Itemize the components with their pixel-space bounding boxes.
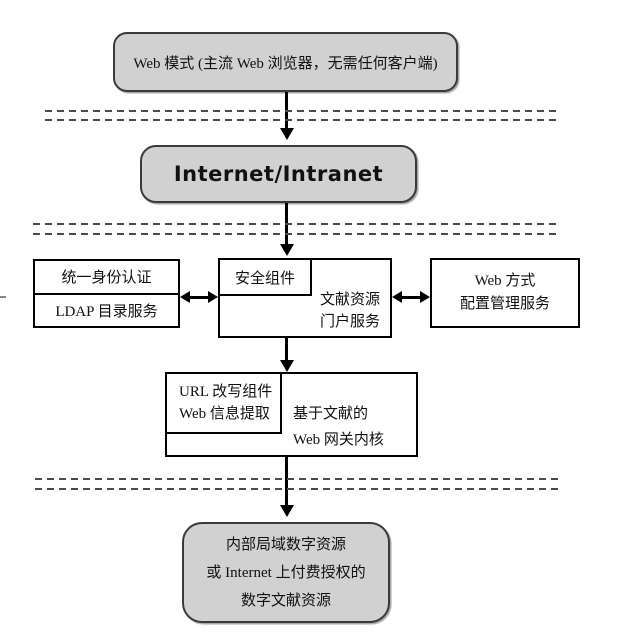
gateway-line1: 基于文献的 xyxy=(293,406,369,422)
auth-line2: LDAP 目录服务 xyxy=(55,303,158,320)
resource-line1: 内部局域数字资源 xyxy=(225,536,346,553)
left-edge-tick xyxy=(0,296,6,298)
network-box: Internet/Intranet xyxy=(140,145,417,203)
web-mode-box: Web 模式 (主流 Web 浏览器，无需任何客户端) xyxy=(113,32,458,92)
resource-box: 内部局域数字资源 或 Internet 上付费授权的 数字文献资源 xyxy=(182,522,390,623)
gateway-line2: Web 网关内核 xyxy=(293,432,384,448)
dashed-separator-3a xyxy=(35,478,560,480)
dashed-separator-2a xyxy=(33,223,560,225)
network-label: Internet/Intranet xyxy=(173,162,384,186)
rewrite-line2: Web 信息提取 xyxy=(179,406,270,422)
auth-box: 统一身份认证 LDAP 目录服务 xyxy=(33,259,180,328)
config-box: Web 方式 配置管理服务 xyxy=(430,258,580,328)
resource-line2: 或 Internet 上付费授权的 xyxy=(206,564,366,581)
portal-label: 文献资源 门户服务 xyxy=(320,289,380,333)
resource-line3: 数字文献资源 xyxy=(240,592,331,609)
config-line1: Web 方式 xyxy=(474,273,536,289)
web-mode-label: Web 模式 (主流 Web 浏览器，无需任何客户端) xyxy=(133,55,438,72)
double-arrow-right-shaft xyxy=(401,296,421,299)
double-arrow-right-head-w xyxy=(392,291,402,303)
auth-box-bottom-cell: LDAP 目录服务 xyxy=(35,295,178,327)
rewrite-box: URL 改写组件 Web 信息提取 xyxy=(165,372,282,434)
rewrite-line1: URL 改写组件 xyxy=(179,384,273,400)
dashed-separator-1b xyxy=(45,119,560,121)
portal-line2: 门户服务 xyxy=(320,314,381,330)
dashed-separator-2b xyxy=(33,233,560,235)
arrow-down-4-shaft xyxy=(285,457,288,505)
dashed-separator-3b xyxy=(35,488,560,490)
config-line2: 配置管理服务 xyxy=(459,296,550,312)
arrow-down-1-head xyxy=(280,128,294,140)
double-arrow-left-shaft xyxy=(189,296,209,299)
arrow-down-4-head xyxy=(280,505,294,517)
auth-line1: 统一身份认证 xyxy=(61,270,152,287)
double-arrow-right-head-e xyxy=(420,291,430,303)
arrow-down-2-head xyxy=(280,244,294,256)
security-box: 安全组件 xyxy=(218,258,312,296)
gateway-label: 基于文献的 Web 网关内核 xyxy=(293,401,384,453)
portal-line1: 文献资源 xyxy=(320,292,381,308)
double-arrow-left-head-w xyxy=(180,291,190,303)
dashed-separator-1a xyxy=(45,110,560,112)
security-label: 安全组件 xyxy=(234,270,295,287)
auth-box-top-cell: 统一身份认证 xyxy=(35,261,178,295)
double-arrow-left-head-e xyxy=(208,291,218,303)
arrow-down-3-head xyxy=(280,360,294,372)
arrow-down-3-shaft xyxy=(285,338,288,360)
